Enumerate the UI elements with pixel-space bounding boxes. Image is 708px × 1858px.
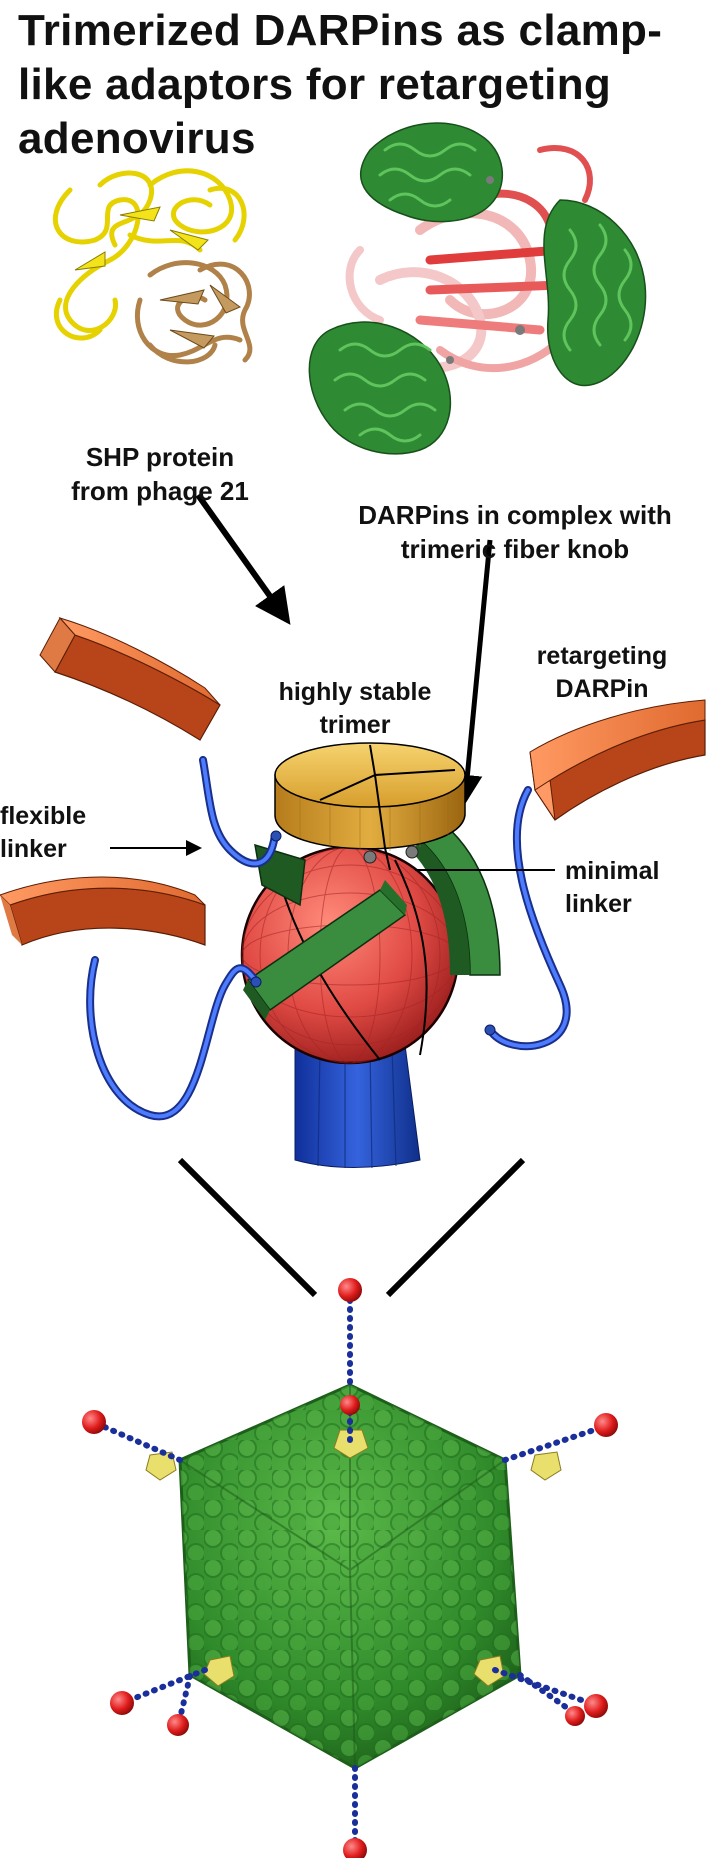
flexible-label-line-2: linker	[0, 835, 67, 863]
retargeting-darpin-label: retargeting DARPin	[512, 640, 692, 706]
trimer-label: highly stable trimer	[250, 676, 460, 742]
darpin-complex-line-2: trimeric fiber knob	[400, 534, 630, 564]
minimal-linker-label: minimal linker	[565, 855, 705, 921]
trimer-cushion	[274, 742, 466, 871]
retarget-label-line-2: DARPin	[555, 675, 649, 703]
shp-protein-label: SHP protein from phage 21	[40, 440, 280, 508]
title-line-1: Trimerized DARPins as clamp-	[18, 6, 663, 55]
retargeting-darpin-top-left	[39, 617, 221, 741]
shp-label-line-1: SHP protein	[85, 442, 235, 472]
zoom-line-left	[177, 1157, 318, 1298]
arrow-shp-to-trimer	[195, 493, 291, 625]
arrow-complex-to-knob	[452, 539, 493, 805]
darpin-complex-label: DARPins in complex with trimeric fiber k…	[322, 498, 708, 566]
linker-anchor-beads	[250, 830, 496, 1036]
capsid-fiber-knobs	[82, 1278, 618, 1858]
shp-protein-structure	[52, 168, 253, 365]
trimer-label-line-1: highly stable	[278, 678, 432, 706]
darpin-complex-line-1: DARPins in complex with	[358, 500, 672, 530]
retargeting-darpin-right	[529, 699, 706, 821]
flexible-linker-label: flexible linker	[0, 800, 110, 866]
minimal-label-line-1: minimal	[565, 857, 660, 885]
retarget-label-line-1: retargeting	[536, 642, 668, 670]
title-line-2: like adaptors for retargeting	[18, 60, 612, 109]
fiber-shaft	[294, 1044, 421, 1169]
minimal-label-line-2: linker	[565, 890, 632, 918]
darpin-knob-complex-structure	[308, 122, 647, 455]
zoom-line-right	[385, 1157, 526, 1298]
trimer-label-line-2: trimer	[319, 711, 391, 739]
adenovirus-capsid	[178, 1383, 522, 1770]
penton-bases	[145, 1429, 562, 1687]
flexible-linkers-highlight	[88, 758, 569, 1119]
retargeting-darpin-left	[0, 876, 206, 946]
flexible-label-line-1: flexible	[0, 802, 87, 830]
shp-label-line-2: from phage 21	[71, 476, 249, 506]
title-line-3: adenovirus	[18, 114, 256, 163]
figure-title: Trimerized DARPins as clamp- like adapto…	[18, 4, 698, 166]
darpin-on-knob	[243, 824, 501, 1020]
